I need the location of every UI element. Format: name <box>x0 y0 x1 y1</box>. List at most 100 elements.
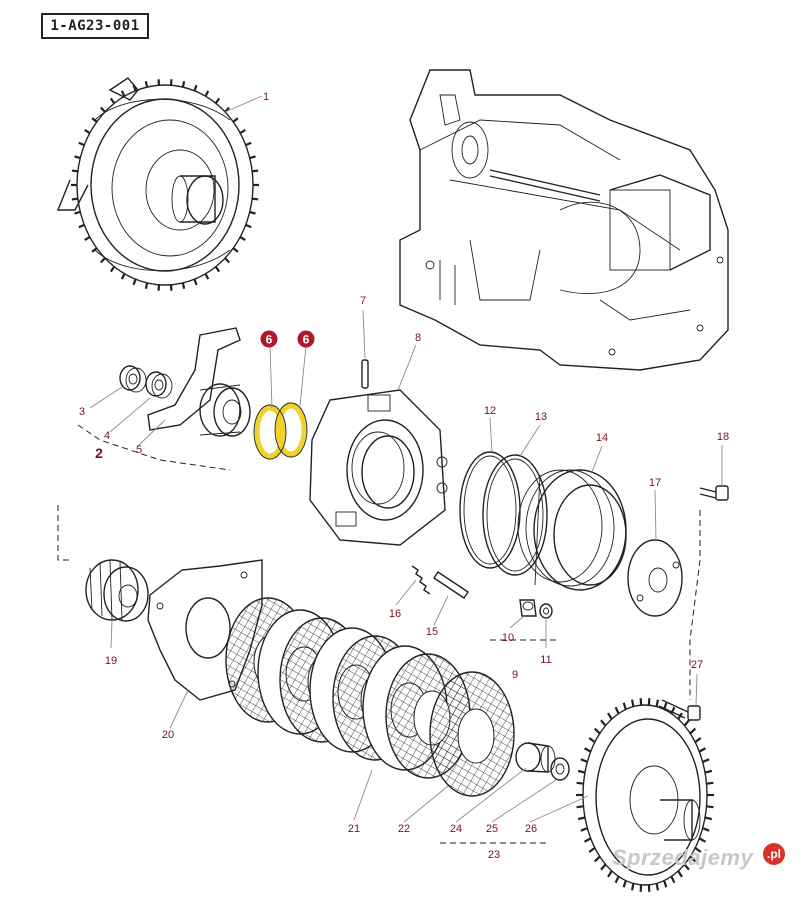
callout-6b-badge <box>297 330 315 348</box>
shaft-line-left <box>57 505 70 561</box>
part-10-fitting <box>519 599 537 617</box>
part-16-spring <box>411 565 431 595</box>
callout-6a-badge <box>260 330 278 348</box>
callout-6b: 6 <box>303 333 310 347</box>
part-1-bevel-gear-assembly <box>56 77 259 291</box>
gear-tooth <box>109 97 116 104</box>
gear-tooth <box>622 880 627 888</box>
part-13-o-ring <box>482 454 548 576</box>
part-3-bearing <box>119 365 147 393</box>
callout-12: 12 <box>484 405 496 417</box>
gear-tooth <box>74 155 81 160</box>
part-6-seal-rings <box>253 402 308 460</box>
callout-16: 16 <box>389 608 401 620</box>
group-2-bracket <box>77 424 231 471</box>
callout-14: 14 <box>596 432 608 444</box>
gear-tooth <box>706 805 714 809</box>
gear-tooth <box>252 169 259 173</box>
callout-3: 3 <box>79 406 85 418</box>
gear-tooth <box>702 827 710 832</box>
part-24-bushing <box>515 742 556 773</box>
gear-tooth <box>630 699 635 707</box>
gear-tooth <box>71 169 78 173</box>
callout-2: 2 <box>95 445 103 461</box>
gear-tooth <box>109 266 116 273</box>
callout-27: 27 <box>691 659 703 671</box>
gear-tooth <box>78 223 85 229</box>
gear-tooth <box>683 719 690 727</box>
gear-tooth <box>600 719 607 727</box>
part-8-clutch-housing <box>309 389 448 546</box>
gear-tooth <box>704 769 713 774</box>
gear-tooth <box>580 758 588 763</box>
gear-tooth <box>252 197 259 201</box>
gear-tooth <box>78 141 85 147</box>
gear-tooth <box>100 106 106 113</box>
part-5-shift-fork <box>147 327 251 437</box>
gear-tooth <box>607 870 613 878</box>
transmission-housing <box>399 69 729 371</box>
callout-5: 5 <box>136 444 142 456</box>
gear-tooth <box>91 247 98 253</box>
gear-tooth <box>630 883 635 891</box>
gear-tooth <box>132 84 137 92</box>
callout-17: 17 <box>649 477 661 489</box>
gear-tooth <box>588 847 596 853</box>
gear-tooth <box>239 128 246 134</box>
gear-tooth <box>224 257 230 264</box>
gear-tooth <box>577 769 586 774</box>
gear-tooth <box>249 210 256 215</box>
gear-tooth <box>655 699 660 707</box>
part-11-washer <box>539 603 553 619</box>
callout-4: 4 <box>104 430 110 442</box>
gear-tooth <box>576 781 584 785</box>
gear-tooth <box>100 257 106 264</box>
gear-tooth <box>239 236 246 242</box>
callout-18: 18 <box>717 431 729 443</box>
gear-tooth <box>670 706 676 715</box>
callout-1: 1 <box>263 91 269 103</box>
gear-tooth <box>614 875 620 884</box>
part-14-piston <box>517 469 627 591</box>
gear-tooth <box>576 805 584 809</box>
gear-tooth <box>214 266 221 273</box>
gear-tooth <box>702 758 710 763</box>
gear-tooth <box>181 282 186 290</box>
gear-tooth <box>694 737 702 743</box>
callout-22: 22 <box>398 823 410 835</box>
part-7-pin <box>361 359 369 389</box>
gear-tooth <box>614 706 620 715</box>
gear-tooth <box>132 278 137 286</box>
gear-tooth <box>144 80 149 88</box>
callout-11: 11 <box>540 654 551 666</box>
gear-tooth <box>694 847 702 853</box>
callout-19: 19 <box>105 655 117 667</box>
gear-tooth <box>584 837 592 843</box>
gear-tooth <box>704 816 713 821</box>
part-15-dowel <box>433 571 469 599</box>
part-12-o-ring <box>459 451 521 569</box>
callout-6a: 6 <box>266 333 273 347</box>
gear-tooth <box>181 80 186 88</box>
callout-10: 10 <box>502 632 514 644</box>
gear-tooth <box>655 883 660 891</box>
gear-tooth <box>84 128 91 134</box>
part-26-driven-gear <box>576 698 714 892</box>
part-4-bearing <box>145 371 173 399</box>
callout-23: 23 <box>488 849 500 861</box>
gear-tooth <box>204 90 210 97</box>
callout-25: 25 <box>486 823 498 835</box>
gear-tooth <box>84 236 91 242</box>
callout-21: 21 <box>348 823 360 835</box>
gear-tooth <box>698 747 706 753</box>
watermark-dot-badge: .pl <box>763 843 785 865</box>
callout-15: 15 <box>426 626 438 638</box>
gear-tooth <box>622 702 627 710</box>
part-19-pinion <box>85 559 149 622</box>
gear-tooth <box>193 278 198 286</box>
gear-tooth <box>593 855 601 863</box>
gear-tooth <box>577 816 586 821</box>
callout-26: 26 <box>525 823 537 835</box>
callout-8: 8 <box>415 332 421 344</box>
